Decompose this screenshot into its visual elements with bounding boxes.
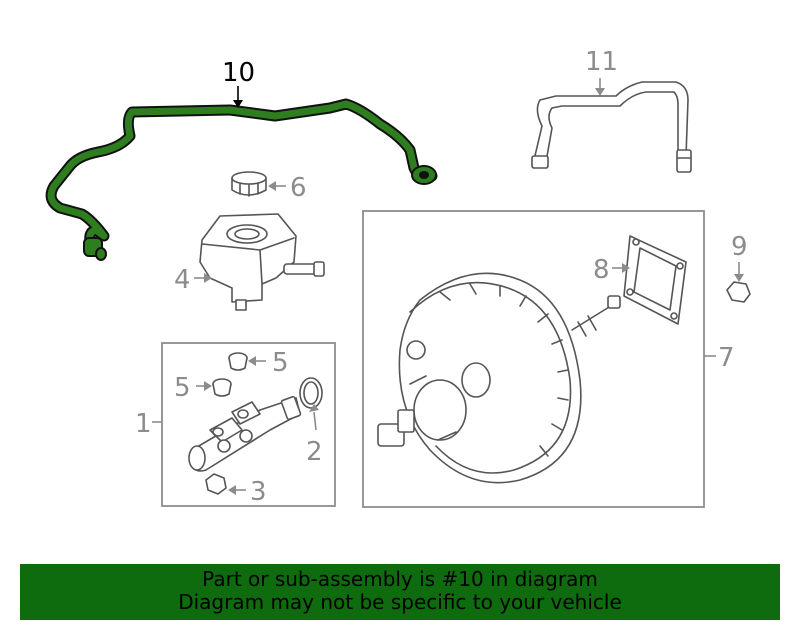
callout-9: 9 xyxy=(731,232,748,262)
arrow-11 xyxy=(595,88,605,96)
arrow-8 xyxy=(622,263,630,273)
booster-group-box xyxy=(362,210,705,508)
nut-part-3[interactable] xyxy=(205,473,227,495)
callout-6: 6 xyxy=(290,173,307,203)
grommet-part-5a[interactable] xyxy=(228,352,248,371)
master-cylinder-part-1[interactable] xyxy=(188,395,302,472)
callout-11: 11 xyxy=(585,47,618,77)
banner-line-1: Part or sub-assembly is #10 in diagram xyxy=(202,567,598,591)
info-banner: Part or sub-assembly is #10 in diagram D… xyxy=(20,564,780,620)
arrow-2 xyxy=(309,404,319,412)
callout-8: 8 xyxy=(593,255,610,285)
brake-booster-part-7[interactable] xyxy=(377,272,621,484)
vacuum-hose-part-10[interactable] xyxy=(45,98,438,261)
callout-7: 7 xyxy=(718,343,735,373)
callout-1: 1 xyxy=(135,409,152,439)
fluid-reservoir-part-4[interactable] xyxy=(199,213,325,311)
arrow-6 xyxy=(268,181,276,191)
arrow-10 xyxy=(233,100,243,108)
gasket-part-8[interactable] xyxy=(623,235,687,325)
callout-4: 4 xyxy=(174,265,191,295)
banner-line-2: Diagram may not be specific to your vehi… xyxy=(178,590,622,614)
callout-5b: 5 xyxy=(174,373,191,403)
callout-5a: 5 xyxy=(272,348,289,378)
arrow-4 xyxy=(204,273,212,283)
arrow-5a xyxy=(248,356,256,366)
grommet-part-5b[interactable] xyxy=(212,378,232,397)
callout-10: 10 xyxy=(222,58,255,88)
nut-part-9[interactable] xyxy=(726,281,751,303)
parts-diagram: 10 11 6 4 1 xyxy=(45,47,751,508)
hose-part-11[interactable] xyxy=(531,81,692,173)
arrow-5b xyxy=(204,381,212,391)
o-ring-part-2[interactable] xyxy=(299,377,323,409)
reservoir-cap-part-6[interactable] xyxy=(231,171,267,197)
leader-2 xyxy=(313,411,317,431)
master-cylinder-group-box xyxy=(161,342,336,507)
callout-3: 3 xyxy=(250,477,267,507)
arrow-9 xyxy=(734,274,744,282)
arrow-3 xyxy=(228,485,236,495)
callout-2: 2 xyxy=(306,437,323,467)
